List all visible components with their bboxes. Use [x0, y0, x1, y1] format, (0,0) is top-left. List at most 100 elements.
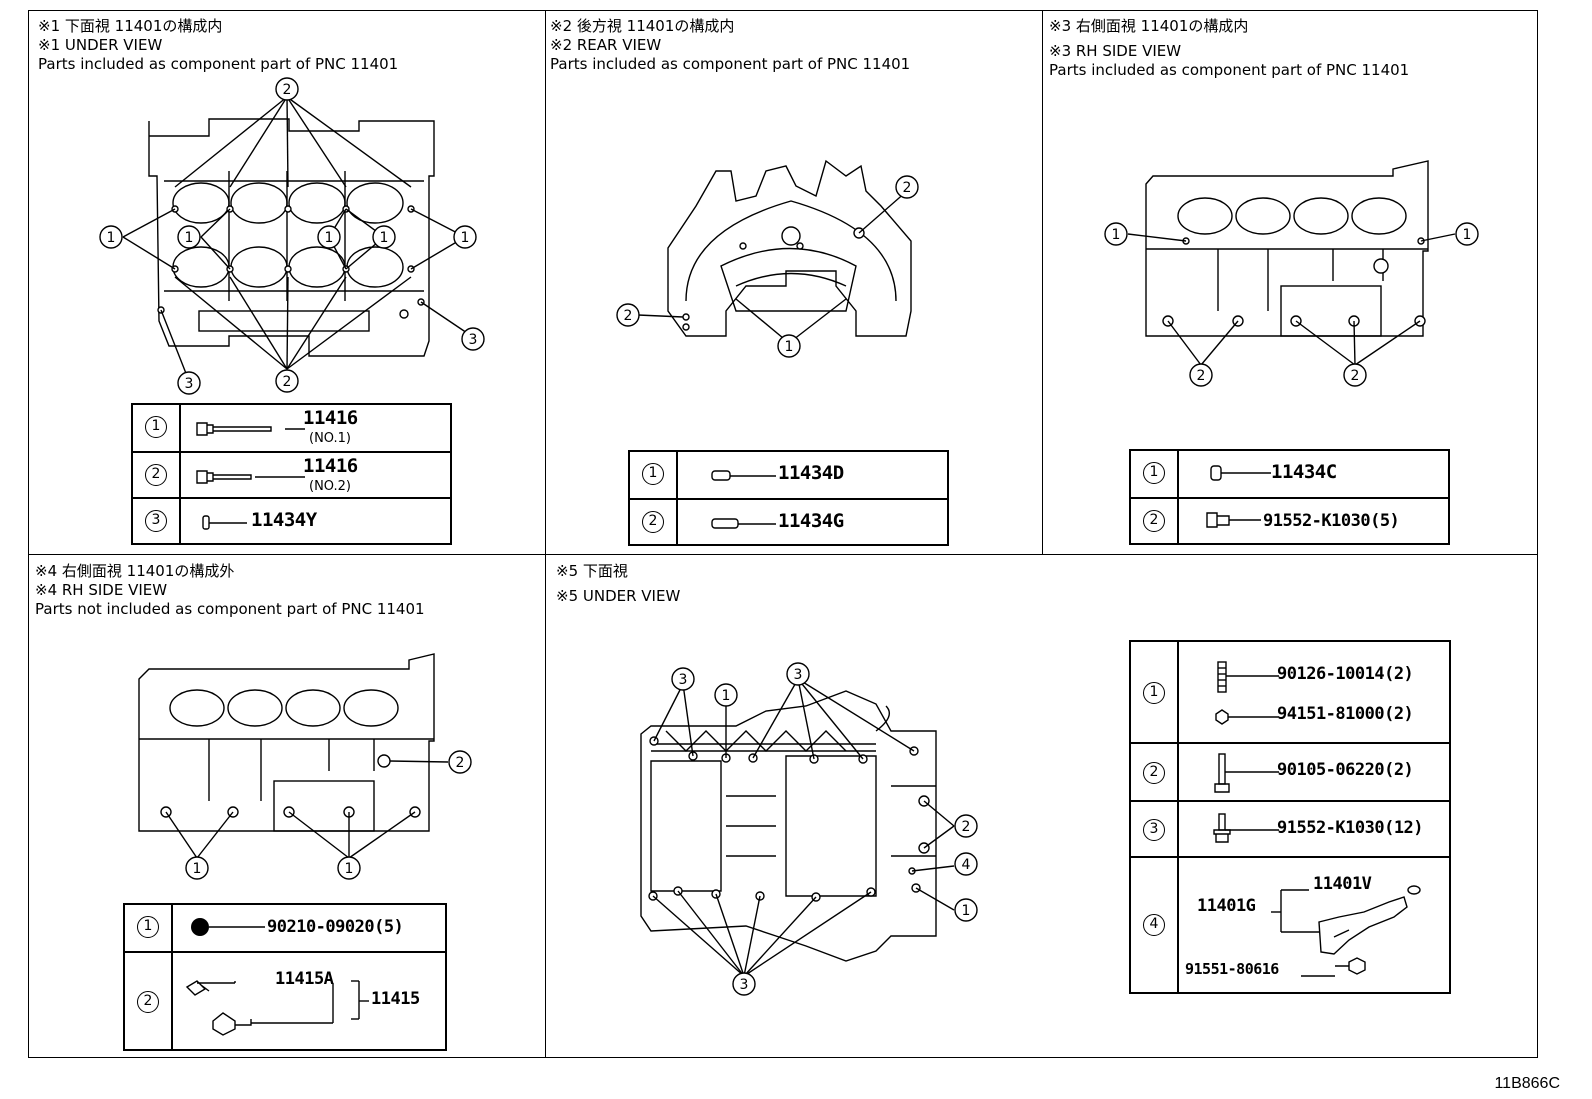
- part-number: 11415A: [275, 969, 334, 989]
- panel-rh-side-view-2: ※4 右側面視 11401の構成外 ※4 RH SIDE VIEW Parts …: [29, 556, 544, 1056]
- panel-title-jp: ※2 後方視 11401の構成内: [550, 17, 735, 35]
- engine-block-rear-view-drawing: 2 2 1: [616, 159, 919, 358]
- row-number: 2: [145, 464, 167, 486]
- panel-subtitle: Parts not included as component part of …: [35, 600, 425, 618]
- flange-bolt-icon: [1213, 813, 1279, 843]
- table-row: 2 91552-K1030(5): [1131, 497, 1448, 545]
- table-row: 3 11434Y: [133, 497, 450, 543]
- callout-2: 2: [624, 308, 633, 324]
- callout-3: 3: [794, 667, 803, 683]
- panel-title-jp: ※1 下面視 11401の構成内: [38, 17, 223, 35]
- plug-icon: [1210, 465, 1271, 481]
- parts-table: 1 90210-09020(5) 2 11415A 11415: [123, 903, 447, 1051]
- row-number: 1: [1143, 462, 1165, 484]
- row-number: 1: [642, 463, 664, 485]
- part-note: (NO.2): [309, 479, 351, 494]
- engine-block-rh-side-drawing: 2 1 1: [138, 653, 472, 880]
- callout-2: 2: [903, 180, 912, 196]
- callout-3: 3: [185, 376, 194, 392]
- callout-1: 1: [461, 230, 470, 246]
- table-row: 1 90210-09020(5): [125, 905, 445, 951]
- part-number: 11416: [303, 455, 358, 477]
- part-number: 91551-80616: [1185, 960, 1279, 978]
- callout-3: 3: [740, 977, 749, 993]
- part-number: 90105-06220(2): [1277, 760, 1414, 780]
- part-number: 91552-K1030(5): [1263, 511, 1400, 531]
- callout-2: 2: [283, 374, 292, 390]
- part-number: 90210-09020(5): [267, 917, 404, 937]
- callout-1: 1: [345, 861, 354, 877]
- row-number: 2: [1143, 510, 1165, 532]
- panel-title-jp: ※3 右側面視 11401の構成内: [1049, 17, 1249, 35]
- table-row: 2 11416 (NO.2): [133, 451, 450, 497]
- row-number: 4: [1143, 914, 1165, 936]
- row-number: 2: [1143, 762, 1165, 784]
- part-number: 11416: [303, 407, 358, 429]
- row-number: 1: [137, 916, 159, 938]
- part-number: 11415: [371, 989, 420, 1009]
- panel-title-en: ※3 RH SIDE VIEW: [1049, 42, 1182, 60]
- engine-block-under-view-drawing: 2 2 1 1 1 1 1 3 3: [99, 77, 485, 395]
- part-number: 11434C: [1271, 461, 1337, 483]
- callout-2: 2: [456, 755, 465, 771]
- part-number: 11401V: [1313, 874, 1372, 894]
- panel-subtitle: Parts included as component part of PNC …: [550, 55, 911, 73]
- part-note: (NO.1): [309, 431, 351, 446]
- table-row: 1 90126-10014(2) 94151-81000(2): [1131, 642, 1449, 742]
- table-row: 1 11434D: [630, 452, 947, 498]
- pin-icon: [711, 470, 776, 481]
- part-number: 91552-K1030(12): [1277, 818, 1424, 838]
- callout-3: 3: [469, 332, 478, 348]
- parts-table: 1 11434C 2 91552-K1030(5): [1129, 449, 1450, 545]
- pin-icon: [711, 518, 776, 529]
- callout-1: 1: [325, 230, 334, 246]
- part-number: 11434Y: [251, 509, 317, 531]
- row-number: 3: [145, 510, 167, 532]
- table-row: 4 11401V 11401G 91551-80616: [1131, 856, 1449, 994]
- panel-under-view-2: ※5 下面視 ※5 UNDER VIEW 3 1 3 2: [546, 556, 1537, 1056]
- panel-title-en: ※1 UNDER VIEW: [38, 36, 163, 54]
- callout-2: 2: [962, 819, 971, 835]
- panel-title-en: ※5 UNDER VIEW: [556, 587, 681, 605]
- callout-1: 1: [380, 230, 389, 246]
- panel-subtitle: Parts included as component part of PNC …: [38, 55, 399, 73]
- callout-4: 4: [962, 857, 971, 873]
- diagram-code: 11B866C: [1494, 1075, 1560, 1092]
- callout-1: 1: [785, 339, 794, 355]
- stud-bolt-icon: [1215, 661, 1279, 725]
- callout-1: 1: [193, 861, 202, 877]
- seal-ring-icon: [191, 918, 265, 936]
- flange-bolt-icon: [196, 470, 252, 484]
- table-row: 1 11434C: [1131, 451, 1448, 497]
- flange-bolt-icon: [1206, 512, 1261, 528]
- row-number: 1: [145, 416, 167, 438]
- callout-1: 1: [185, 230, 194, 246]
- table-row: 3 91552-K1030(12): [1131, 800, 1449, 856]
- part-number: 90126-10014(2): [1277, 664, 1414, 684]
- callout-1: 1: [1463, 227, 1472, 243]
- callout-1: 1: [962, 903, 971, 919]
- table-row: 2 11415A 11415: [125, 951, 445, 1051]
- part-number: 11434D: [778, 462, 844, 484]
- divider-vertical-1: [545, 11, 546, 1057]
- part-number: 11434G: [778, 510, 844, 532]
- callout-1: 1: [1112, 227, 1121, 243]
- part-number: 94151-81000(2): [1277, 704, 1414, 724]
- callout-2: 2: [1197, 368, 1206, 384]
- table-row: 2 11434G: [630, 498, 947, 546]
- panel-subtitle: Parts included as component part of PNC …: [1049, 61, 1410, 79]
- row-number: 1: [1143, 682, 1165, 704]
- callout-1: 1: [107, 230, 116, 246]
- panel-title-jp: ※4 右側面視 11401の構成外: [35, 562, 235, 580]
- callout-3: 3: [679, 672, 688, 688]
- callout-2: 2: [1351, 368, 1360, 384]
- panel-under-view-1: ※1 下面視 11401の構成内 ※1 UNDER VIEW Parts inc…: [29, 11, 544, 553]
- plug-icon: [202, 515, 247, 530]
- divider-horizontal: [29, 554, 1537, 555]
- panel-title-jp: ※5 下面視: [556, 562, 628, 580]
- row-number: 2: [137, 991, 159, 1013]
- panel-title-en: ※4 RH SIDE VIEW: [35, 581, 168, 599]
- divider-vertical-2: [1042, 11, 1043, 554]
- oil-level-sensor-icon: [1271, 885, 1421, 977]
- callout-2: 2: [283, 82, 292, 98]
